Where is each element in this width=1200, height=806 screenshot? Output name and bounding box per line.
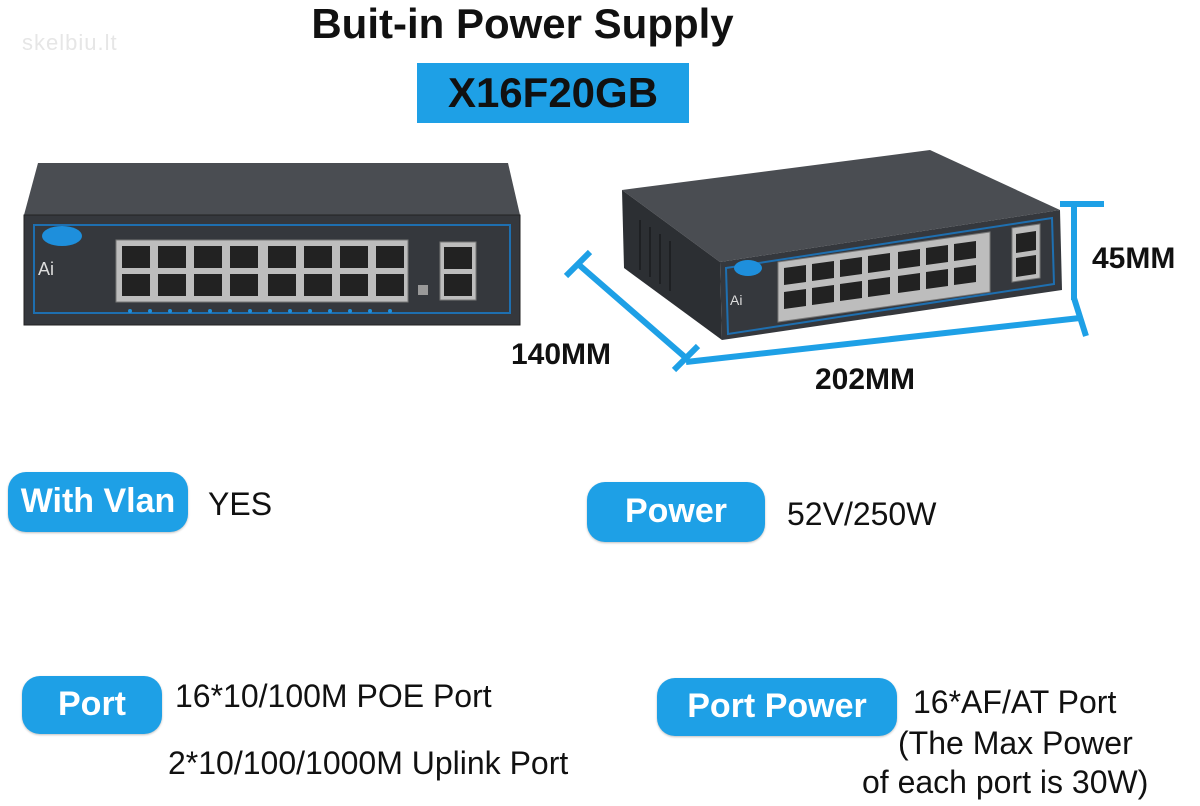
port-label-badge: Port: [22, 676, 162, 734]
switch-iso-view: Ai: [622, 150, 1062, 340]
port-power-value-line2: (The Max Power: [898, 725, 1133, 761]
port-power-value-line3: of each port is 30W): [862, 764, 1149, 800]
model-badge: X16F20GB: [417, 63, 689, 123]
svg-text:Ai: Ai: [730, 292, 742, 308]
vlan-value: YES: [208, 486, 273, 522]
watermark: skelbiu.lt: [22, 30, 118, 55]
vlan-label-badge: With Vlan: [8, 472, 188, 532]
dimension-depth: 140MM: [511, 338, 612, 371]
port-value-line1: 16*10/100M POE Port: [175, 678, 492, 714]
switch-front-view: Ai: [23, 163, 521, 326]
svg-text:Ai: Ai: [38, 259, 54, 279]
power-value: 52V/250W: [787, 496, 937, 532]
page-title: Buit-in Power Supply: [311, 0, 734, 47]
power-label-badge: Power: [587, 482, 765, 542]
dimension-width: 202MM: [815, 363, 916, 396]
port-power-label-badge: Port Power: [657, 678, 897, 736]
port-value-line2: 2*10/100/1000M Uplink Port: [168, 745, 569, 781]
dimension-height: 45MM: [1092, 242, 1176, 275]
dimension-lines: [563, 201, 1104, 373]
port-power-value-line1: 16*AF/AT Port: [913, 684, 1117, 720]
